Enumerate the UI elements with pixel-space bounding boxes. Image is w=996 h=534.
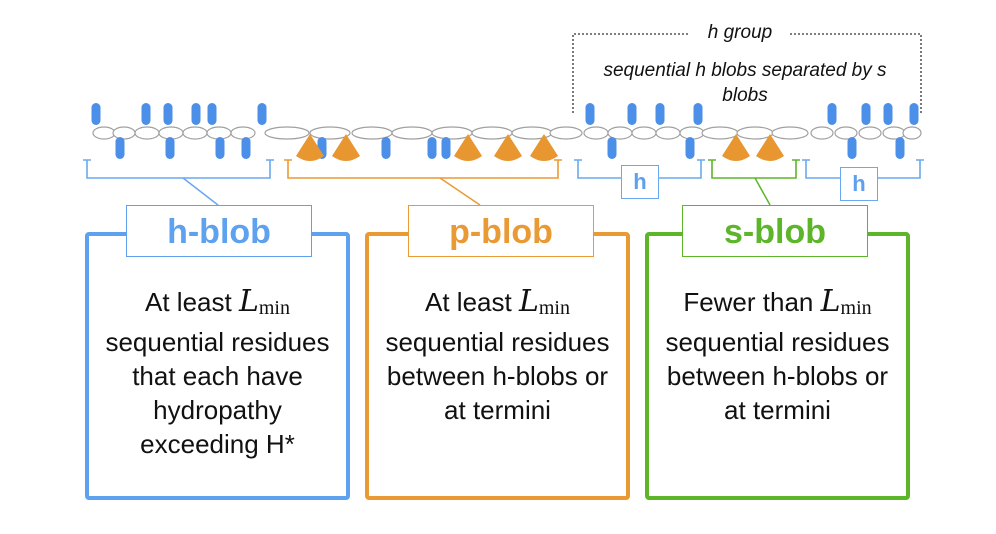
backbone-residue: [112, 126, 136, 140]
hydrophobic-side-chain: [381, 137, 391, 159]
s-blob-title: s-blob: [682, 205, 868, 257]
l-min-symbol: Lmin: [820, 284, 872, 320]
backbone-residue: [902, 126, 922, 140]
polar-side-chain: [722, 134, 750, 161]
desc-body: sequential residues that each have hydro…: [105, 327, 330, 459]
polar-side-chain: [296, 134, 324, 161]
hydrophobic-side-chain: [827, 103, 837, 125]
hydrophobic-side-chain: [165, 137, 175, 159]
desc-prefix: At least: [425, 287, 512, 317]
hydrophobic-side-chain: [585, 103, 595, 125]
protein-chain: [91, 103, 922, 161]
hydrophobic-side-chain: [685, 137, 695, 159]
hydrophobic-side-chain: [909, 103, 919, 125]
backbone-residue: [583, 126, 609, 140]
segment-brackets: [83, 159, 924, 179]
desc-prefix: At least: [145, 287, 232, 317]
desc-prefix: Fewer than: [683, 287, 814, 317]
p-blob-bracket: [284, 159, 562, 179]
backbone-residue: [858, 126, 882, 140]
desc-body: sequential residues between h-blobs or a…: [665, 327, 890, 425]
backbone-residue: [264, 126, 310, 140]
s-blob-connector: [754, 177, 771, 206]
h-blob-bracket: [83, 159, 274, 179]
h-blob-title: h-blob: [126, 205, 312, 257]
polar-side-chain: [494, 134, 522, 161]
hydrophobic-side-chain: [257, 103, 267, 125]
hydrophobic-side-chain: [883, 103, 893, 125]
backbone-residue: [631, 126, 657, 140]
hydrophobic-side-chain: [627, 103, 637, 125]
hydrophobic-side-chain: [141, 103, 151, 125]
h-group-description: sequential h blobs separated by s blobs: [603, 60, 887, 106]
backbone-residue: [834, 126, 858, 140]
polar-side-chain: [530, 134, 558, 161]
backbone-residue: [92, 126, 116, 140]
backbone-residue: [882, 126, 906, 140]
h-segment-label: h: [840, 167, 878, 201]
backbone-residue: [182, 126, 208, 140]
backbone-residue: [679, 126, 705, 140]
hydrophobic-side-chain: [861, 103, 871, 125]
hydrophobic-side-chain: [207, 103, 217, 125]
polar-side-chain: [756, 134, 784, 161]
backbone-residue: [134, 126, 160, 140]
hydrophobic-side-chain: [91, 103, 101, 125]
hydrophobic-side-chain: [427, 137, 437, 159]
hydrophobic-side-chain: [115, 137, 125, 159]
backbone-residue: [309, 126, 351, 140]
hydrophobic-side-chain: [191, 103, 201, 125]
p-blob-connector: [439, 177, 481, 206]
hydrophobic-side-chain: [655, 103, 665, 125]
h-segment-label: h: [621, 165, 659, 199]
backbone-residue: [391, 126, 433, 140]
hydrophobic-side-chain: [441, 137, 451, 159]
polar-side-chain: [332, 134, 360, 161]
desc-body: sequential residues between h-blobs or a…: [385, 327, 610, 425]
h-group-title: h group: [690, 22, 790, 44]
h-blob-box: [85, 232, 350, 500]
backbone-residue: [810, 126, 834, 140]
hydrophobic-side-chain: [847, 137, 857, 159]
backbone-residue: [701, 126, 739, 140]
hydrophobic-side-chain: [163, 103, 173, 125]
hydrophobic-side-chain: [241, 137, 251, 159]
backbone-residue: [655, 126, 681, 140]
s-blob-description: Fewer than Lmin sequential residues betw…: [655, 285, 900, 427]
hydrophobic-side-chain: [693, 103, 703, 125]
h-blob-connector: [182, 177, 219, 206]
hydrophobic-side-chain: [895, 137, 905, 159]
polar-side-chain: [454, 134, 482, 161]
backbone-residue: [736, 126, 774, 140]
s-blob-bracket: [708, 159, 800, 179]
l-min-symbol: Lmin: [518, 284, 570, 320]
backbone-residue: [230, 126, 256, 140]
p-blob-box: [365, 232, 630, 500]
p-blob-description: At least Lmin sequential residues betwee…: [375, 285, 620, 427]
hydrophobic-side-chain: [607, 137, 617, 159]
backbone-residue: [771, 126, 809, 140]
hydrophobic-side-chain: [215, 137, 225, 159]
p-blob-title: p-blob: [408, 205, 594, 257]
l-min-symbol: Lmin: [238, 284, 290, 320]
backbone-residue: [549, 126, 583, 140]
h-blob-description: At least Lmin sequential residues that e…: [95, 285, 340, 461]
